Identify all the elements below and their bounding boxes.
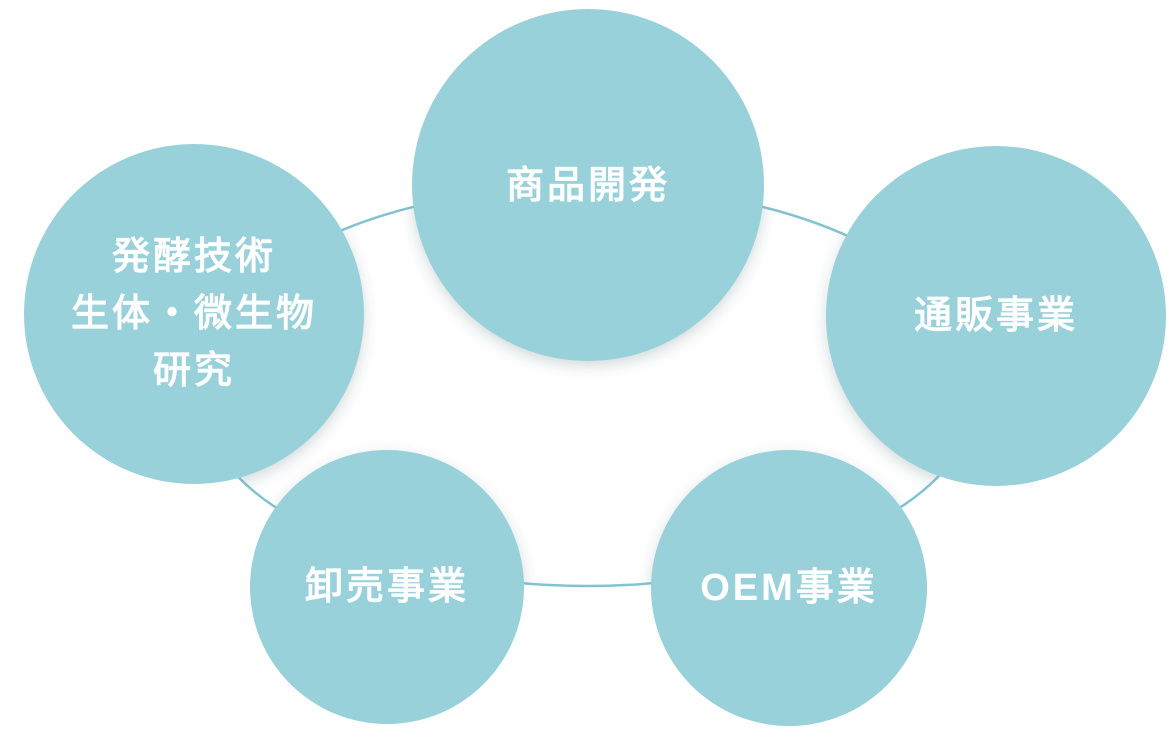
circle-wholesale-business: [250, 450, 524, 724]
circle-oem-business: [651, 450, 927, 726]
circle-mail-order-business: [826, 146, 1166, 486]
circle-product-development: [412, 9, 764, 361]
circle-fermentation-biotech-research: [24, 144, 364, 484]
